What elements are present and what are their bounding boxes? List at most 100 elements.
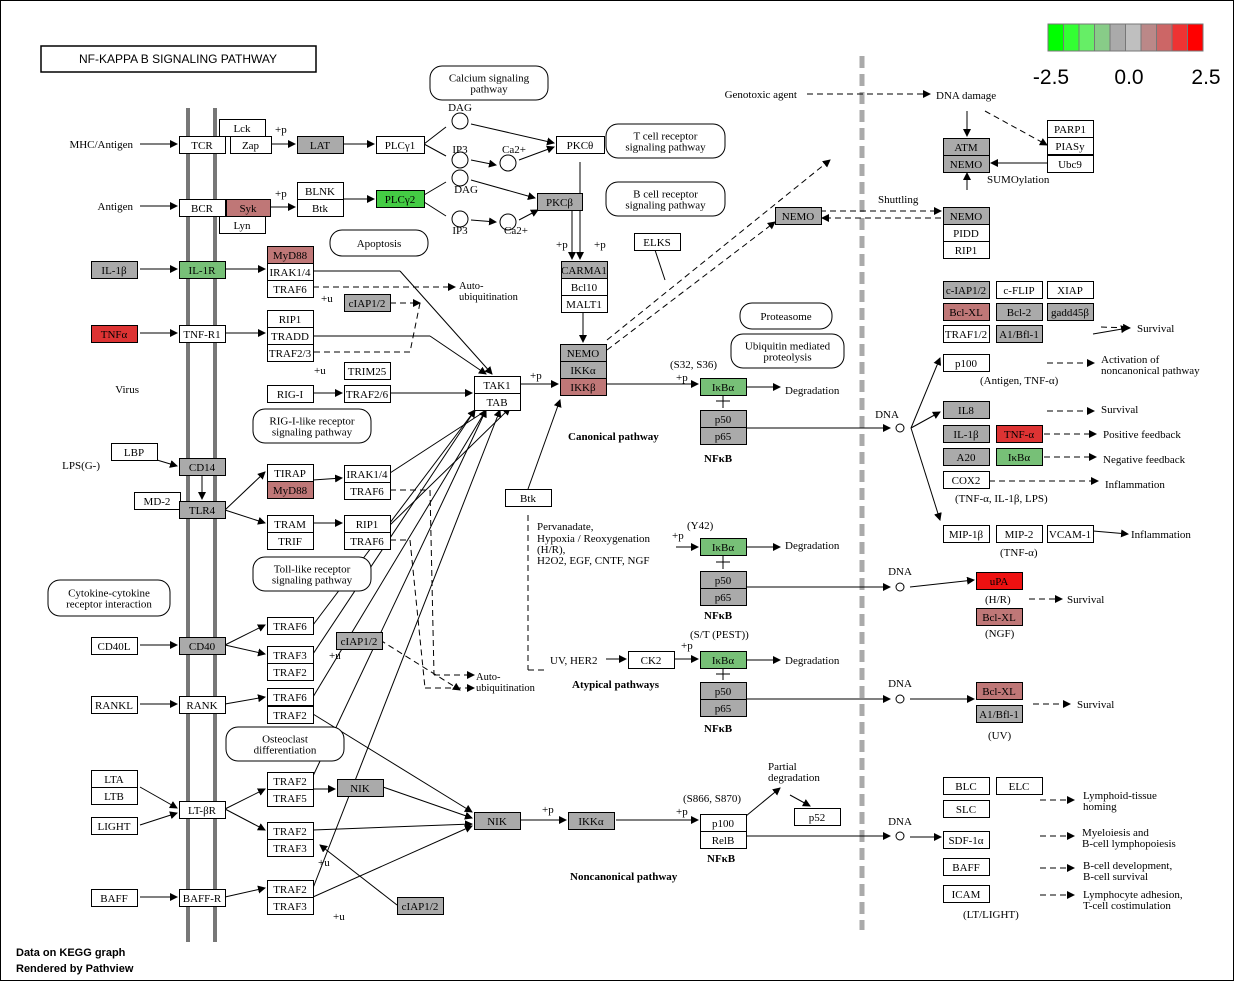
node-irak14a[interactable]: IRAK1/4 — [267, 263, 314, 281]
compound-dna2[interactable]: DNA — [888, 566, 912, 592]
node-icam[interactable]: ICAM — [943, 885, 990, 903]
node-elc[interactable]: ELC — [996, 777, 1043, 795]
node-traf26[interactable]: TRAF2/6 — [344, 385, 391, 403]
node-traf6d[interactable]: TRAF6 — [267, 617, 314, 635]
node-tram[interactable]: TRAM — [267, 515, 314, 533]
node-tnfat[interactable]: TNF-α — [996, 425, 1043, 443]
node-cox2[interactable]: COX2 — [943, 471, 990, 489]
node-tlr4[interactable]: TLR4 — [179, 501, 226, 519]
compound-ip3a[interactable]: IP3 — [451, 144, 469, 169]
node-relb[interactable]: RelB — [700, 831, 747, 849]
node-btk1[interactable]: Btk — [297, 199, 344, 217]
node-tak1[interactable]: TAK1 — [474, 376, 521, 394]
node-nemo_s[interactable]: NEMO — [775, 207, 822, 225]
node-irak14b[interactable]: IRAK1/4 — [344, 465, 391, 483]
node-sdf1a[interactable]: SDF-1α — [943, 831, 990, 849]
node-nemo_c[interactable]: NEMO — [560, 344, 607, 362]
node-plcg2[interactable]: PLCγ2 — [376, 190, 425, 208]
node-traf3c[interactable]: TRAF3 — [267, 897, 314, 915]
node-ikba2[interactable]: IκBα — [700, 538, 747, 556]
node-mip2[interactable]: MIP-2 — [996, 525, 1043, 543]
node-il1b_l[interactable]: IL-1β — [91, 261, 138, 279]
node-vcam1[interactable]: VCAM-1 — [1047, 525, 1094, 543]
node-gadd45b[interactable]: gadd45β — [1047, 303, 1094, 321]
node-myd88a[interactable]: MyD88 — [267, 246, 314, 264]
node-p50a[interactable]: p50 — [700, 410, 747, 428]
node-il1bt[interactable]: IL-1β — [943, 425, 990, 443]
node-cflip[interactable]: c-FLIP — [996, 281, 1043, 299]
node-ikka_c[interactable]: IKKα — [560, 361, 607, 379]
compound-dna3[interactable]: DNA — [888, 678, 912, 704]
node-traf2b[interactable]: TRAF2 — [267, 706, 314, 724]
node-carma1[interactable]: CARMA1 — [561, 261, 608, 279]
node-bclxl1[interactable]: Bcl-XL — [943, 303, 990, 321]
pathway-apoptosis[interactable]: Apoptosis — [329, 229, 429, 257]
node-ciap12t[interactable]: c-IAP1/2 — [943, 281, 990, 299]
node-tcr[interactable]: TCR — [179, 136, 226, 154]
node-lta[interactable]: LTA — [91, 770, 138, 788]
node-bclxl2[interactable]: Bcl-XL — [976, 608, 1023, 626]
node-a1bfl1b[interactable]: A1/Bfl-1 — [976, 705, 1023, 723]
node-traf23[interactable]: TRAF2/3 — [267, 344, 314, 362]
node-tirap[interactable]: TIRAP — [267, 464, 314, 482]
node-baff_l[interactable]: BAFF — [91, 889, 138, 907]
node-rip1a[interactable]: RIP1 — [267, 310, 314, 328]
node-zap[interactable]: Zap — [230, 136, 272, 154]
node-ciap12c[interactable]: cIAP1/2 — [397, 897, 444, 915]
node-btk2[interactable]: Btk — [505, 489, 552, 507]
node-malt1[interactable]: MALT1 — [561, 295, 608, 313]
node-ikkb_c[interactable]: IKKβ — [560, 378, 607, 396]
node-parp1[interactable]: PARP1 — [1047, 120, 1094, 138]
node-ciap12b[interactable]: cIAP1/2 — [336, 632, 383, 650]
node-traf6c[interactable]: TRAF6 — [344, 532, 391, 550]
node-md2[interactable]: MD-2 — [134, 492, 181, 510]
node-ikbat[interactable]: IκBα — [996, 448, 1043, 466]
node-pidd[interactable]: PIDD — [943, 224, 990, 242]
node-slc[interactable]: SLC — [943, 800, 990, 818]
node-p50c[interactable]: p50 — [700, 682, 747, 700]
node-lat[interactable]: LAT — [297, 136, 344, 154]
node-cd40[interactable]: CD40 — [179, 637, 226, 655]
node-traf6e[interactable]: TRAF6 — [267, 688, 314, 706]
node-p52[interactable]: p52 — [794, 808, 841, 826]
node-traf2c[interactable]: TRAF2 — [267, 772, 314, 790]
node-bcl2[interactable]: Bcl-2 — [996, 303, 1043, 321]
compound-ca1[interactable]: Ca2+ — [499, 144, 526, 172]
node-nik2[interactable]: NIK — [474, 812, 521, 830]
node-bcl10[interactable]: Bcl10 — [561, 278, 608, 296]
node-rigi[interactable]: RIG-I — [267, 385, 314, 403]
node-traf2d[interactable]: TRAF2 — [267, 822, 314, 840]
node-atm[interactable]: ATM — [943, 138, 990, 156]
node-rip1c[interactable]: RIP1 — [943, 241, 990, 259]
node-trim25[interactable]: TRIM25 — [344, 362, 391, 380]
node-lbp[interactable]: LBP — [111, 443, 158, 461]
node-mip1b[interactable]: MIP-1β — [943, 525, 990, 543]
node-traf3b[interactable]: TRAF3 — [267, 839, 314, 857]
node-ltbr[interactable]: LT-βR — [179, 801, 226, 819]
compound-ca2[interactable]: Ca2+ — [499, 213, 528, 237]
node-traf5[interactable]: TRAF5 — [267, 789, 314, 807]
node-p100t[interactable]: p100 — [943, 354, 990, 372]
node-p65b[interactable]: p65 — [700, 588, 747, 606]
node-p50b[interactable]: p50 — [700, 571, 747, 589]
compound-dag1[interactable]: DAG — [448, 102, 472, 130]
node-traf6b[interactable]: TRAF6 — [344, 482, 391, 500]
node-tradd[interactable]: TRADD — [267, 327, 314, 345]
node-rank[interactable]: RANK — [179, 696, 226, 714]
node-blc[interactable]: BLC — [943, 777, 990, 795]
compound-dag2[interactable]: DAG — [451, 169, 478, 196]
node-lyn[interactable]: Lyn — [219, 216, 266, 234]
pathway-proteasome[interactable]: Proteasome — [739, 302, 833, 330]
node-ciap12a[interactable]: cIAP1/2 — [344, 294, 391, 312]
node-traf6a[interactable]: TRAF6 — [267, 280, 314, 298]
compound-dna1[interactable]: DNA — [875, 409, 905, 433]
node-traf2e[interactable]: TRAF2 — [267, 880, 314, 898]
node-ck2[interactable]: CK2 — [628, 651, 675, 669]
